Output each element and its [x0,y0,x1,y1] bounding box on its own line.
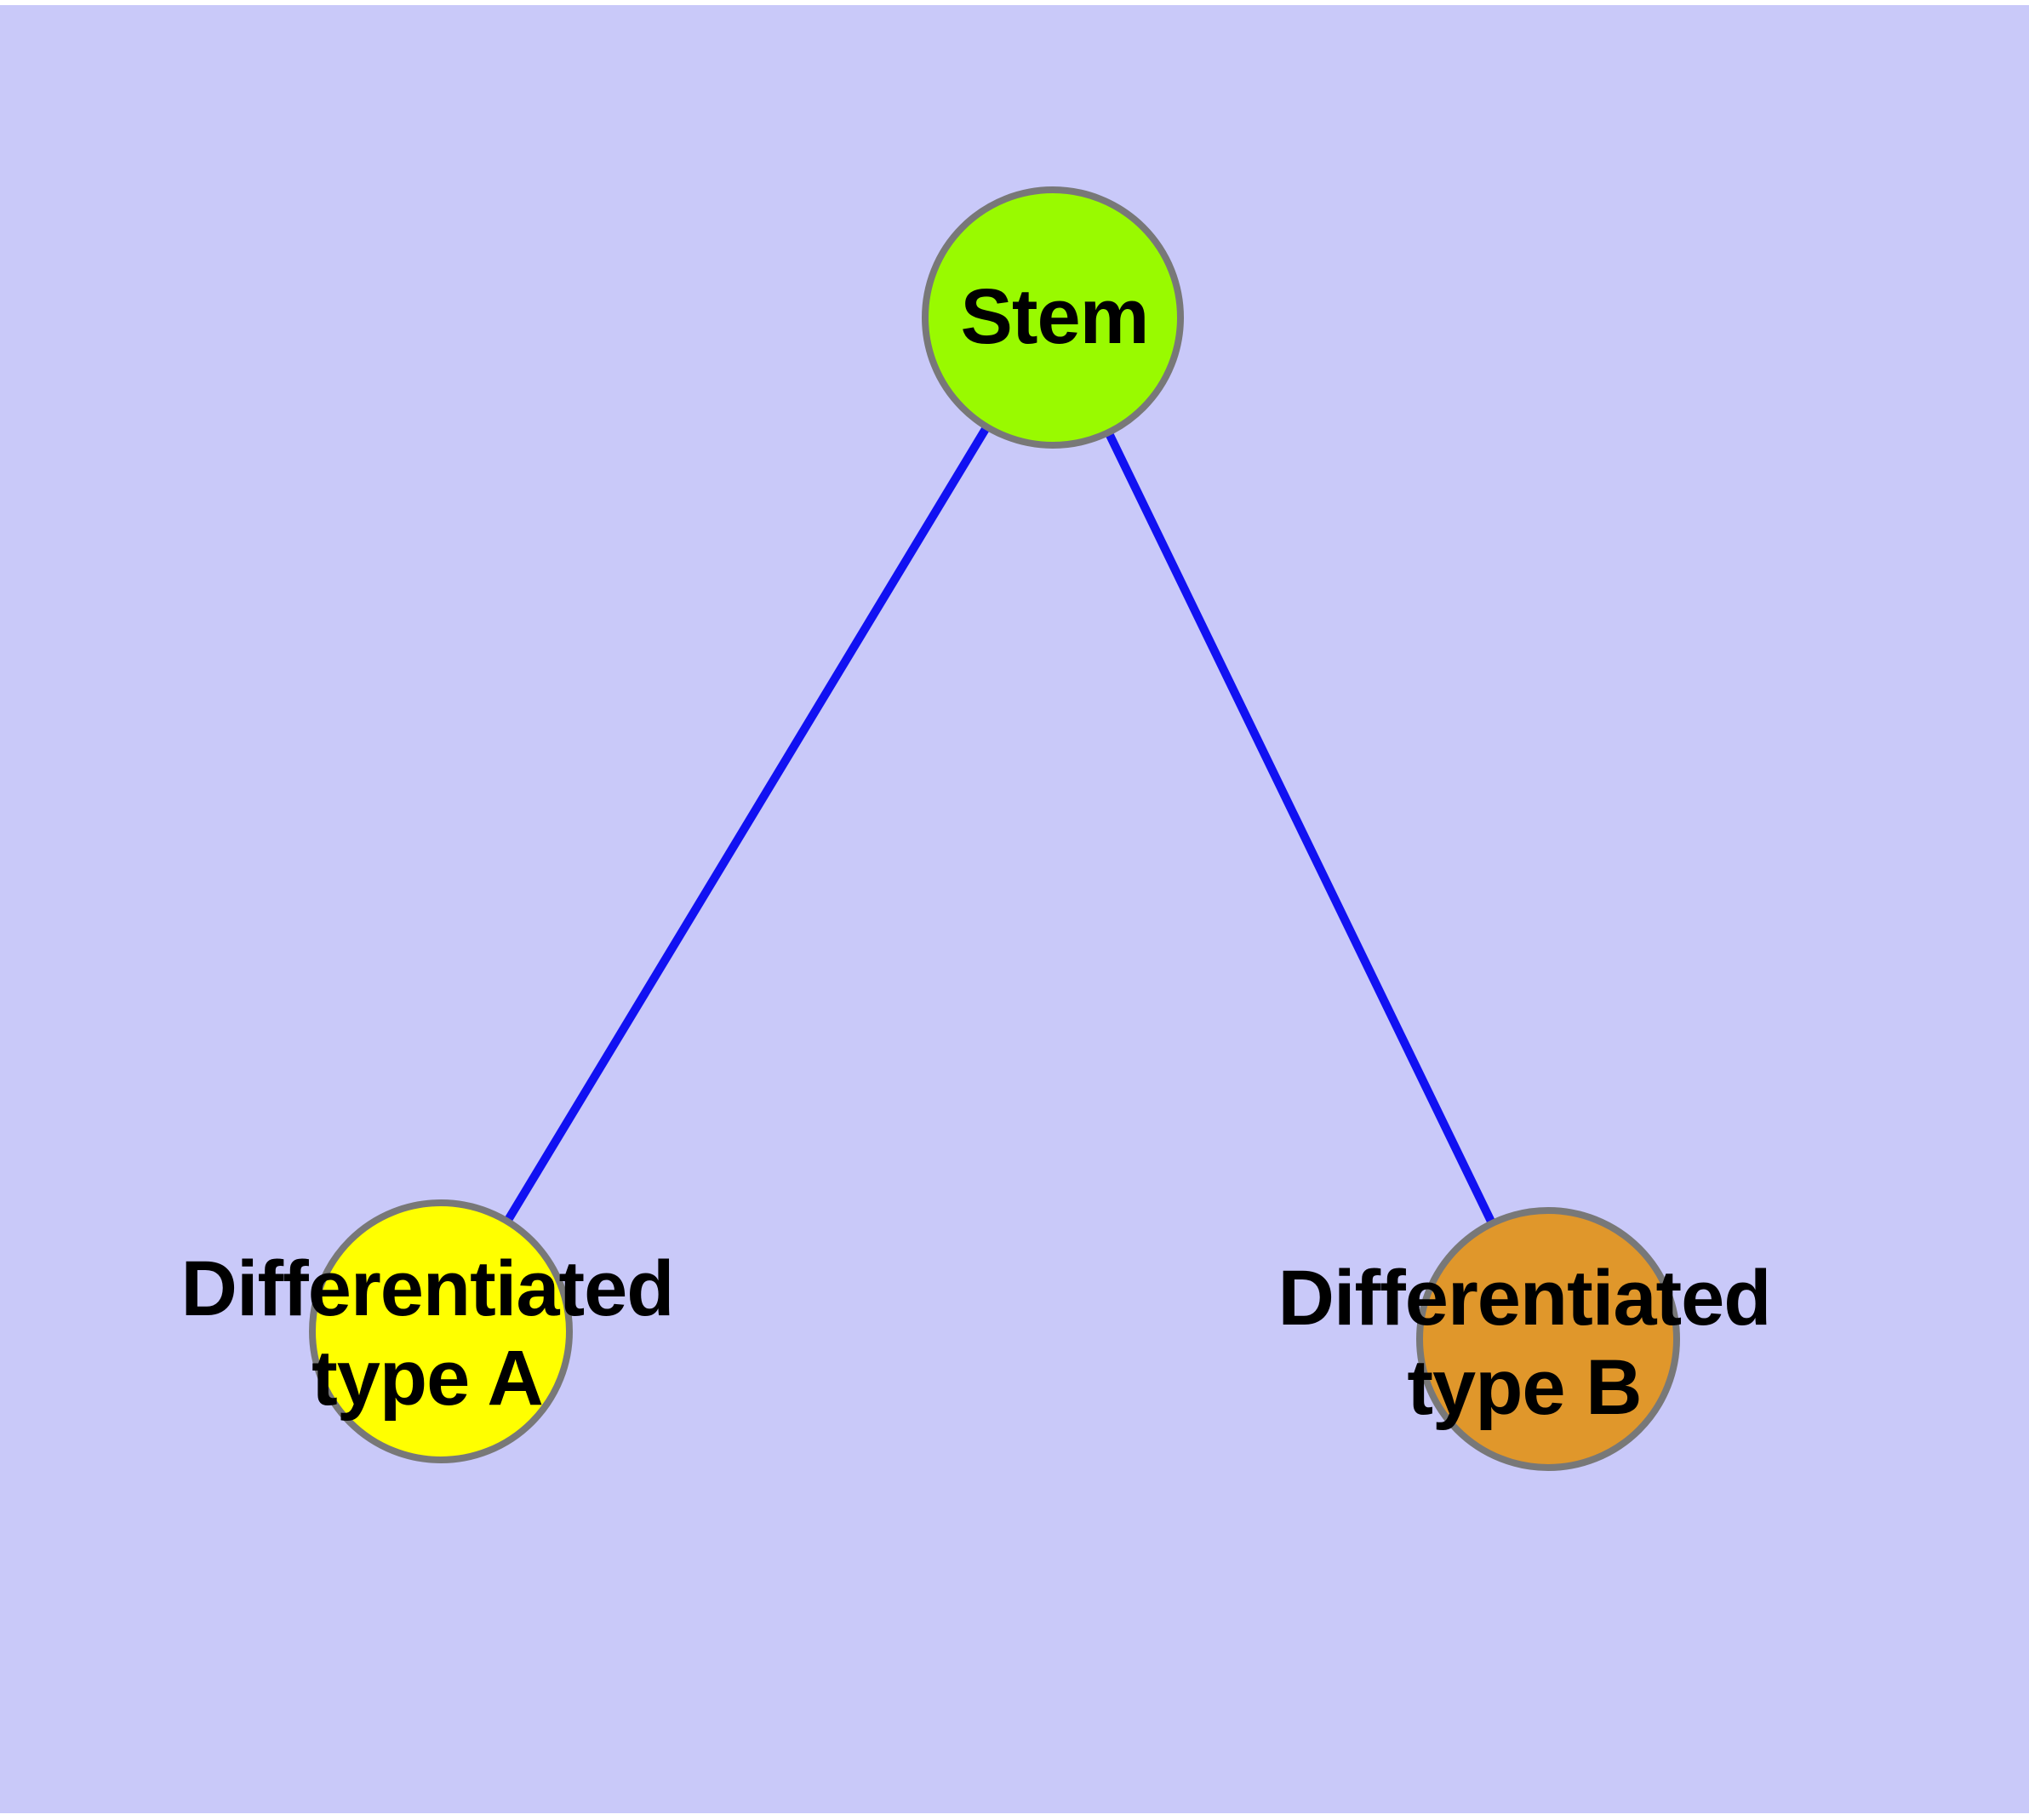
graph-svg [309,186,1680,1471]
node-differentiated-type-a [309,1199,573,1463]
node-type-a-label-line2: type A [311,1335,544,1422]
node-type-b-label-line1: Differentiated [1277,1255,1772,1342]
node-stem-label: Stem [714,272,1395,362]
node-differentiated-type-b [1416,1207,1680,1471]
node-stem [922,186,1184,449]
node-type-b-label: Differentiated type B [1141,1254,1907,1433]
edge-stem-to-type-b [1049,315,1552,1342]
node-type-a-label: Differentiated type A [44,1245,810,1423]
diagram-canvas: Stem Differentiated type A Differentiate… [0,5,2029,1813]
node-stem-label-line1: Stem [960,273,1150,360]
edge-stem-to-type-a [437,315,1057,1334]
node-type-b-label-line2: type B [1407,1344,1642,1431]
node-type-a-label-line1: Differentiated [180,1245,675,1332]
